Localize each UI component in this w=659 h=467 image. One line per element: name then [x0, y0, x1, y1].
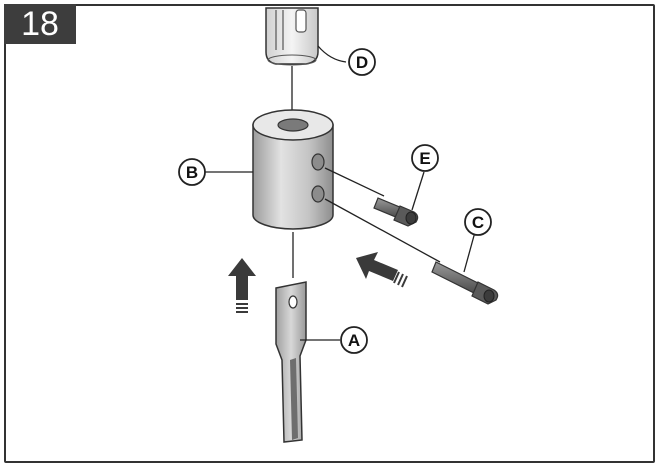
- callout-d-label: D: [356, 53, 368, 72]
- callout-d: D: [348, 48, 376, 76]
- callout-c-label: C: [472, 213, 484, 232]
- step-number-badge: 18: [4, 4, 76, 44]
- leader-d: [317, 45, 347, 63]
- callout-a-label: A: [348, 331, 360, 350]
- callout-b-label: B: [186, 163, 198, 182]
- callout-c: C: [464, 208, 492, 236]
- callout-b: B: [178, 158, 206, 186]
- leader-c: [463, 231, 476, 273]
- step-frame: [4, 4, 655, 463]
- leader-e: [411, 171, 425, 211]
- part-c-screw: [324, 198, 499, 305]
- callout-a: A: [340, 326, 368, 354]
- callout-e-label: E: [419, 149, 430, 168]
- part-d-shaft: [265, 7, 319, 66]
- callout-e: E: [411, 144, 439, 172]
- part-e-screw: [324, 167, 419, 227]
- left-arrow-icon: [356, 252, 408, 288]
- up-arrow-icon: [228, 258, 256, 313]
- part-a-blade: [275, 281, 307, 443]
- part-b-coupling: [252, 109, 334, 230]
